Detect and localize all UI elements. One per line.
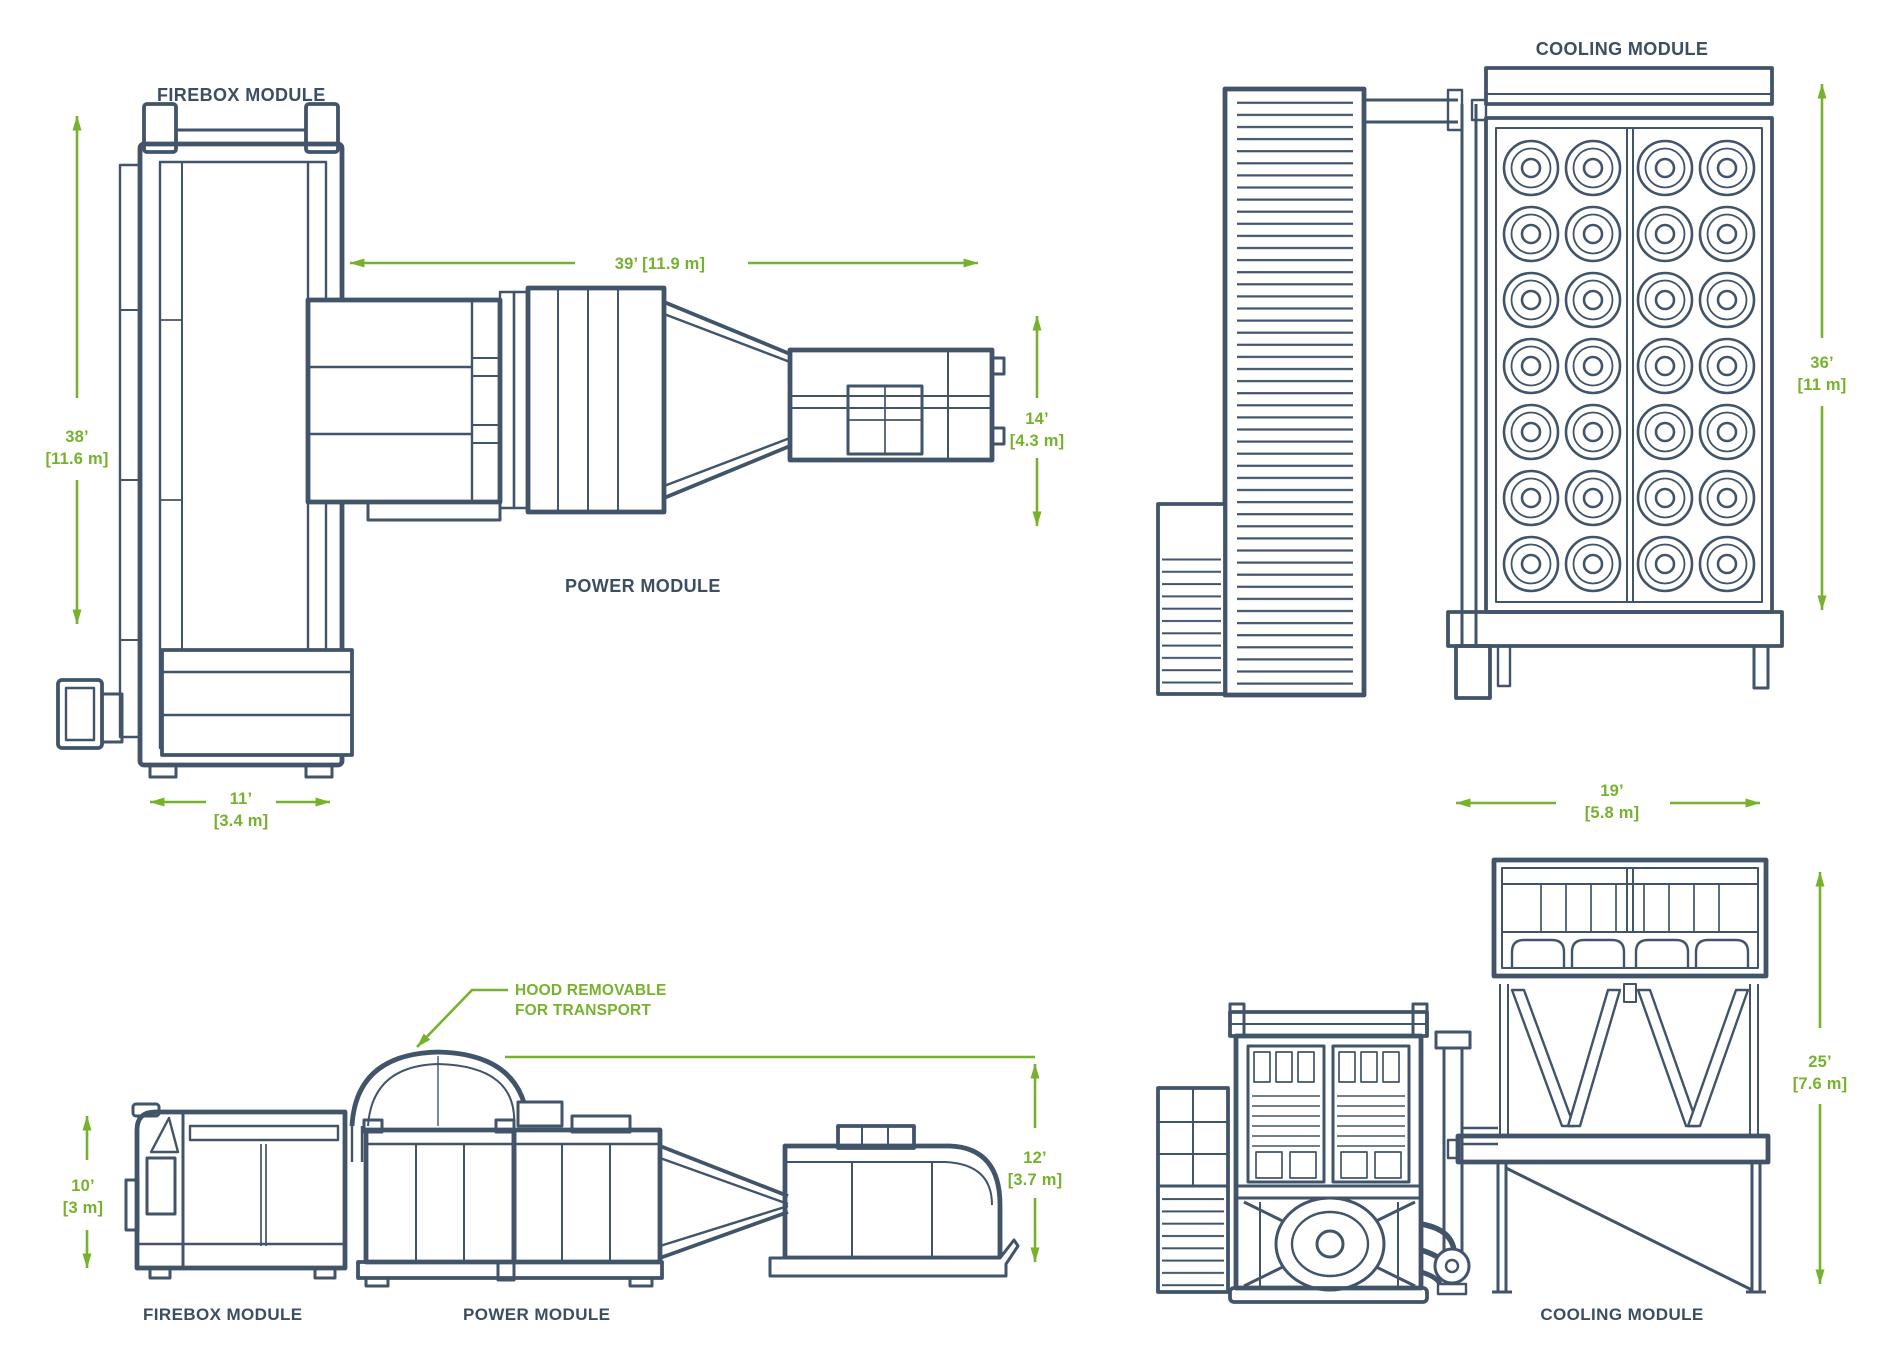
side-cooling-title: COOLING MODULE [1540,1305,1703,1324]
svg-text:HOOD REMOVABLE: HOOD REMOVABLE [515,982,667,999]
svg-text:[4.3 m]: [4.3 m] [1010,432,1065,450]
svg-text:19’: 19’ [1600,782,1624,800]
plan-cooling-drawing [1156,66,1784,700]
side-firebox-title: FIREBOX MODULE [143,1305,303,1324]
dim-firebox-width: 11’ [3.4 m] [149,790,331,830]
svg-text:FOR TRANSPORT: FOR TRANSPORT [515,1002,651,1019]
note-hood-removable: HOOD REMOVABLE FOR TRANSPORT [416,982,667,1048]
dim-cooling-side-height: 25’ [7.6 m] [1793,871,1848,1285]
svg-text:[3.7 m]: [3.7 m] [1008,1171,1063,1189]
side-firebox-drawing [124,1102,348,1280]
side-power-drawing [349,1049,1020,1288]
svg-text:[3 m]: [3 m] [63,1199,103,1217]
svg-text:[11.6 m]: [11.6 m] [45,450,108,468]
svg-text:36’: 36’ [1810,354,1834,372]
side-cooling-drawing [1156,857,1771,1304]
svg-text:[7.6 m]: [7.6 m] [1793,1075,1848,1093]
svg-text:12’: 12’ [1023,1149,1047,1167]
plan-firebox-drawing [56,102,354,779]
plan-cooling-title: COOLING MODULE [1536,39,1709,59]
svg-text:10’: 10’ [71,1177,95,1195]
svg-text:11’: 11’ [230,790,253,808]
plan-firebox-title: FIREBOX MODULE [157,85,326,105]
dim-power-width: 14’ [4.3 m] [1010,315,1065,527]
svg-text:25’: 25’ [1808,1053,1832,1071]
dim-power-side-height: 12’ [3.7 m] [505,1055,1063,1263]
svg-text:[3.4 m]: [3.4 m] [214,812,269,830]
side-power-title: POWER MODULE [463,1305,610,1324]
svg-text:[5.8 m]: [5.8 m] [1585,804,1640,822]
dim-firebox-height: 38’ [11.6 m] [45,115,108,625]
svg-text:14’: 14’ [1025,410,1049,428]
dim-firebox-side-height: 10’ [3 m] [63,1115,103,1269]
svg-text:39’ [11.9 m]: 39’ [11.9 m] [615,255,705,273]
plan-power-drawing [305,285,1006,522]
dim-cooling-plan-height: 36’ [11 m] [1798,83,1847,611]
plan-power-title: POWER MODULE [565,576,721,596]
dim-power-length: 39’ [11.9 m] [349,255,979,273]
svg-text:38’: 38’ [65,428,89,446]
dim-cooling-plan-width: 19’ [5.8 m] [1455,782,1761,822]
svg-text:[11 m]: [11 m] [1798,376,1847,394]
